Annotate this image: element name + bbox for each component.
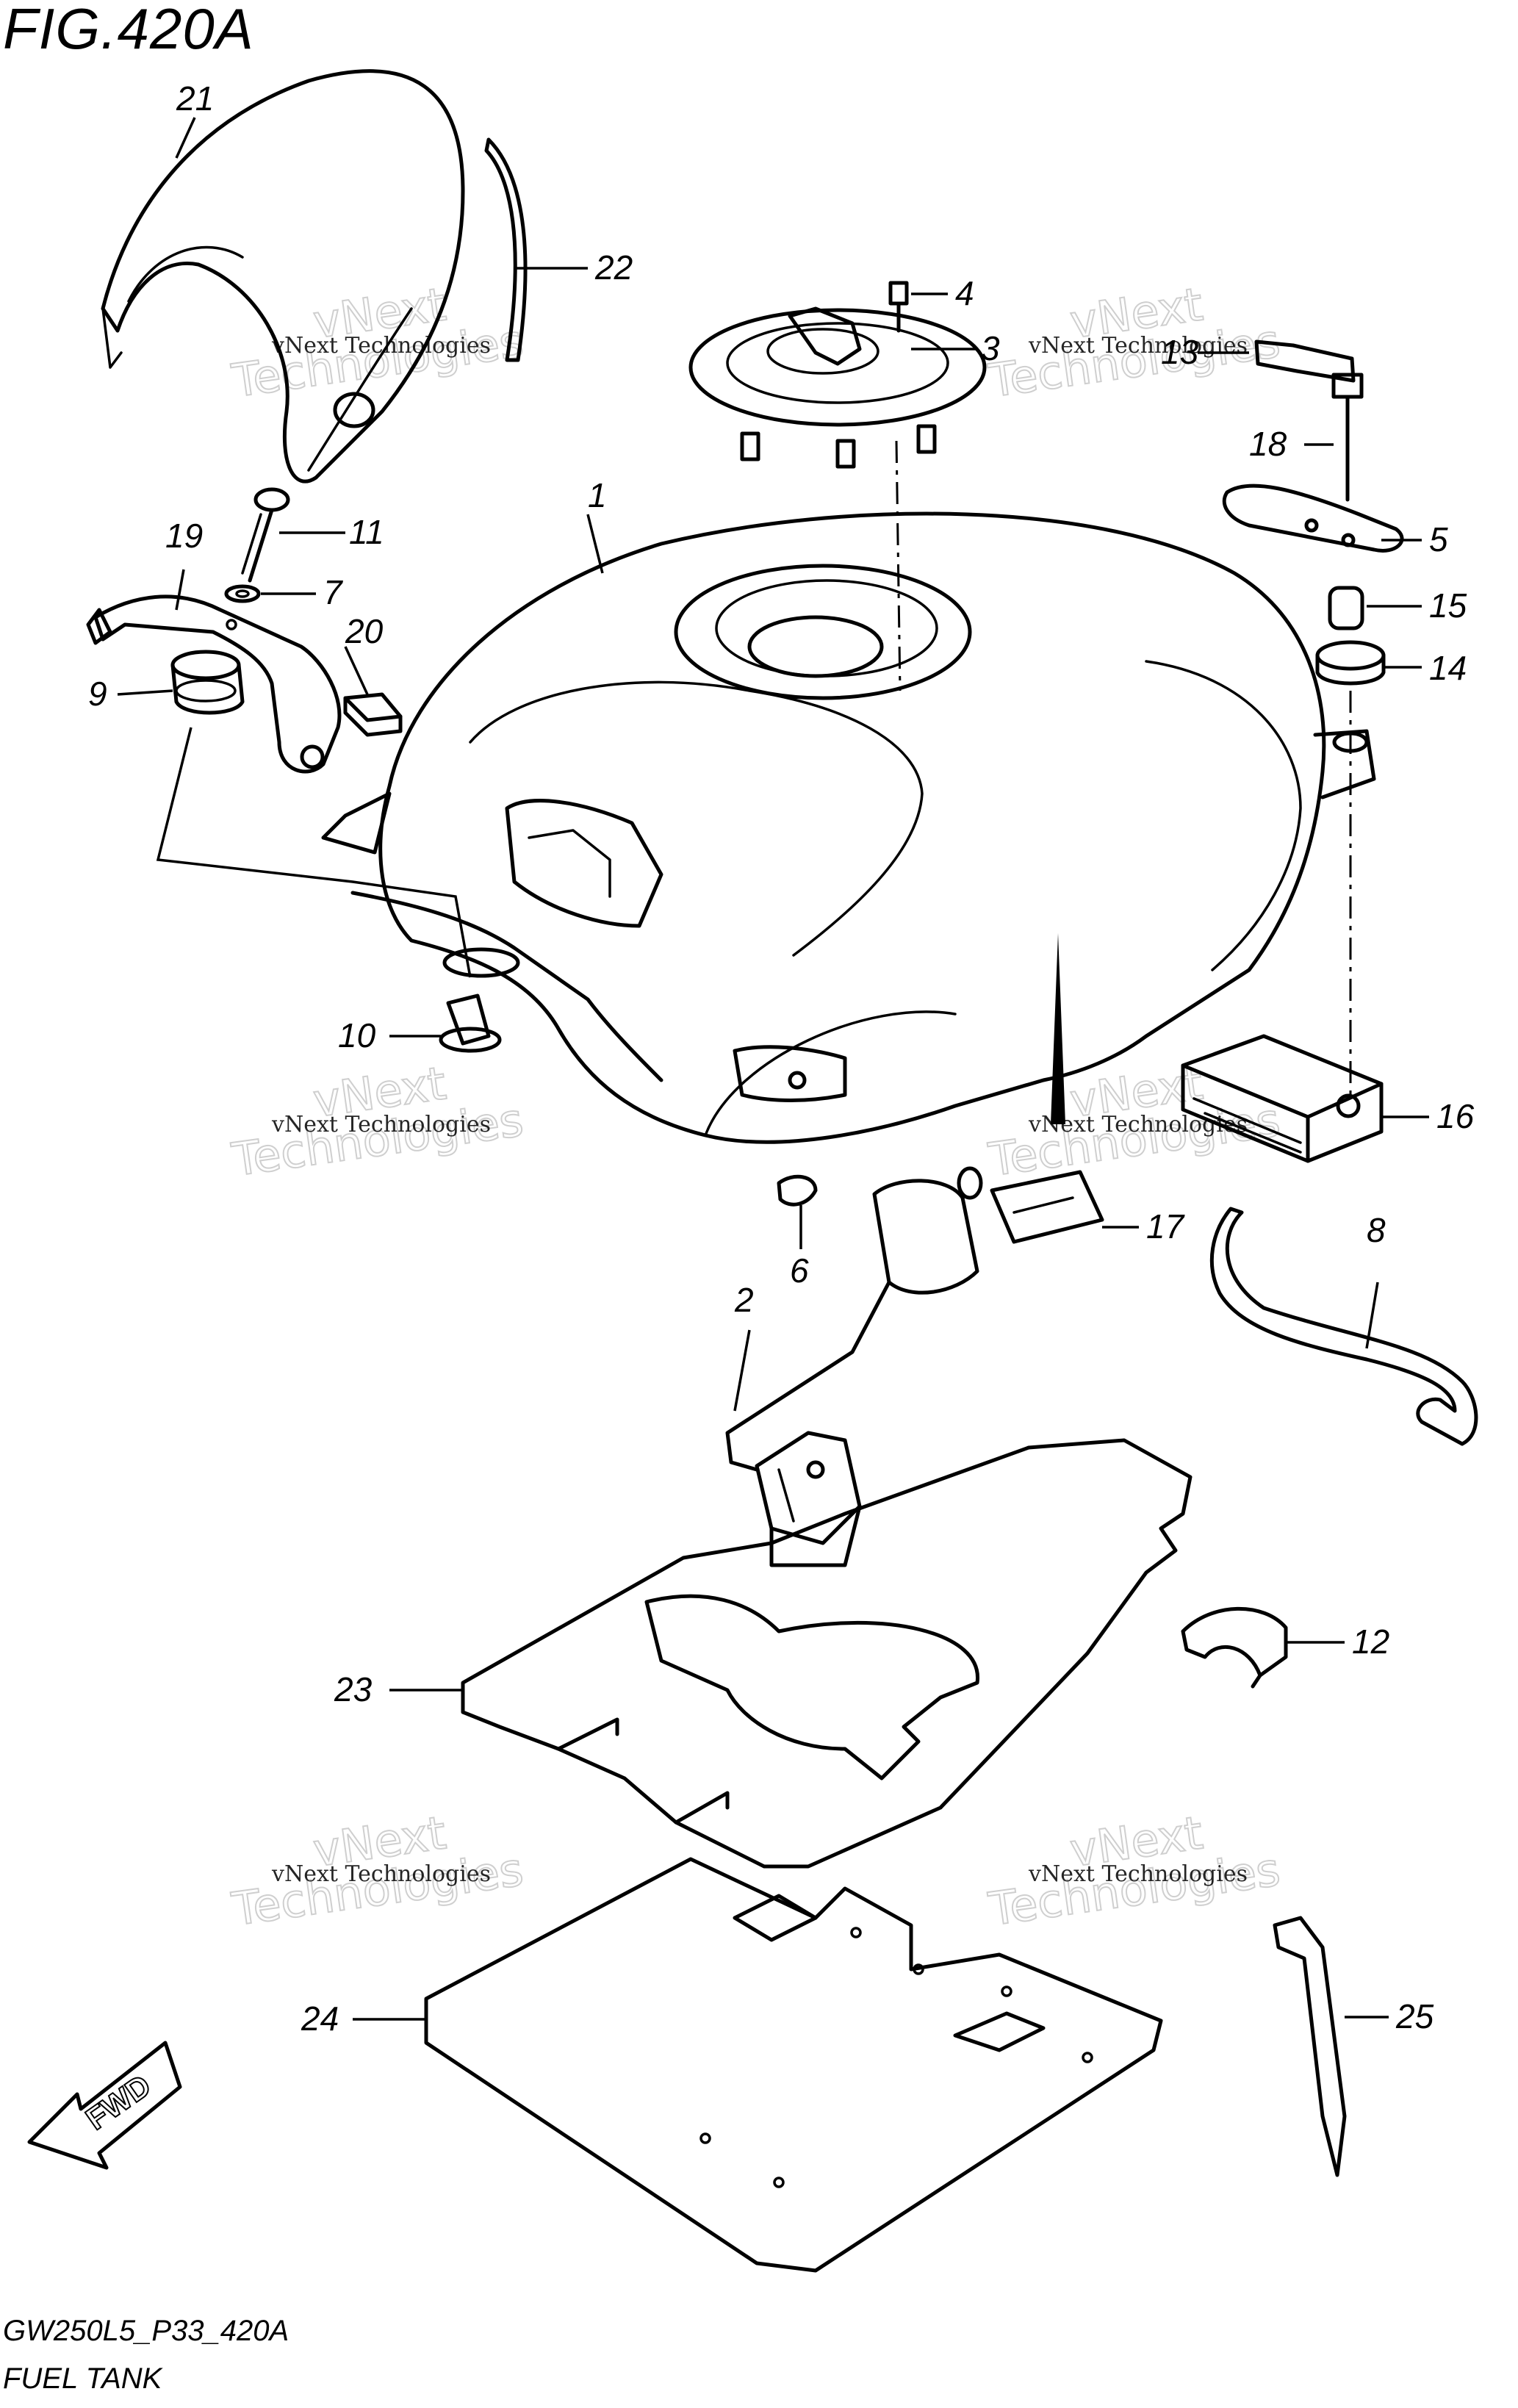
callout-9: 9	[88, 675, 107, 713]
watermark-group-6: Technologies vNext vNext Technologies	[985, 1805, 1284, 1937]
callout-12: 12	[1352, 1622, 1389, 1661]
callout-18: 18	[1249, 425, 1287, 463]
watermark-text: vNext Technologies	[271, 1861, 491, 1887]
watermark-text: vNext Technologies	[1028, 333, 1248, 359]
part-rear-bracket	[1222, 484, 1404, 553]
part-rear-cushion-block	[1181, 1034, 1384, 1163]
section-name: FUEL TANK	[3, 2362, 162, 2395]
callout-15: 15	[1429, 586, 1467, 625]
callout-1: 1	[588, 476, 607, 514]
part-emblem	[990, 933, 1104, 1244]
part-grommet	[170, 650, 245, 715]
callout-24: 24	[301, 1999, 339, 2038]
callout-7: 7	[323, 573, 343, 611]
watermark-group-1: Technologies vNext vNext Technologies	[228, 276, 528, 409]
callout-10: 10	[338, 1016, 376, 1054]
part-small-pad	[1254, 339, 1356, 383]
callout-23: 23	[334, 1670, 373, 1708]
watermark-text: vNext Technologies	[1028, 1861, 1248, 1887]
callout-5: 5	[1429, 520, 1448, 558]
figure-title: FIG.420A	[3, 0, 254, 61]
callout-labels: 1 2 3 4 5 6 7 8 9 10 11 12 13 14 15 16 1…	[88, 79, 1475, 2038]
model-code: GW250L5_P33_420A	[3, 2315, 289, 2347]
callout-4: 4	[955, 274, 974, 312]
callout-11: 11	[349, 513, 384, 551]
part-cushion	[1315, 640, 1386, 686]
part-front-bracket	[86, 594, 342, 774]
callout-20: 20	[345, 612, 384, 650]
part-small-seal	[777, 1174, 818, 1207]
callout-2: 2	[734, 1281, 754, 1319]
callout-13: 13	[1161, 333, 1199, 371]
fwd-arrow-icon: FWD	[27, 2041, 182, 2170]
callout-17: 17	[1146, 1207, 1185, 1246]
part-rear-bolt	[1331, 373, 1364, 502]
part-cap-bolt	[888, 281, 909, 333]
part-collar	[1328, 586, 1364, 630]
part-hose-clamp	[1181, 1606, 1288, 1689]
part-front-stud	[439, 993, 502, 1053]
part-fuel-level-gauge	[725, 1166, 983, 1567]
assembly-center-lines	[156, 440, 1352, 1102]
callout-21: 21	[176, 79, 214, 118]
callout-6: 6	[790, 1251, 809, 1290]
watermark-group-3: Technologies vNext vNext Technologies	[228, 1055, 528, 1187]
callout-25: 25	[1395, 1997, 1434, 2035]
part-washer	[224, 584, 261, 603]
watermark-group-2: Technologies vNext vNext Technologies	[985, 276, 1284, 409]
watermark-group-5: Technologies vNext vNext Technologies	[228, 1805, 528, 1937]
callout-3: 3	[981, 329, 1000, 367]
callout-14: 14	[1429, 649, 1467, 687]
part-hose	[1209, 1207, 1478, 1446]
callout-19: 19	[165, 517, 203, 555]
part-rubber-pad	[343, 692, 403, 737]
leader-lines	[117, 117, 1429, 2021]
part-front-cover	[101, 69, 465, 484]
callout-8: 8	[1367, 1211, 1386, 1249]
part-front-bolt	[241, 487, 290, 583]
part-fuel-cap	[688, 306, 987, 469]
callout-22: 22	[594, 248, 633, 287]
part-heat-shield	[461, 1438, 1193, 1869]
watermark-text: vNext Technologies	[271, 1112, 491, 1137]
part-mat-plate	[424, 1857, 1163, 2273]
part-cable-tie	[1273, 1916, 1347, 2177]
part-fuel-tank	[321, 511, 1376, 1144]
watermark-group-4: Technologies vNext vNext Technologies	[985, 1055, 1284, 1187]
callout-16: 16	[1436, 1097, 1475, 1135]
part-trim-strip	[484, 137, 528, 362]
